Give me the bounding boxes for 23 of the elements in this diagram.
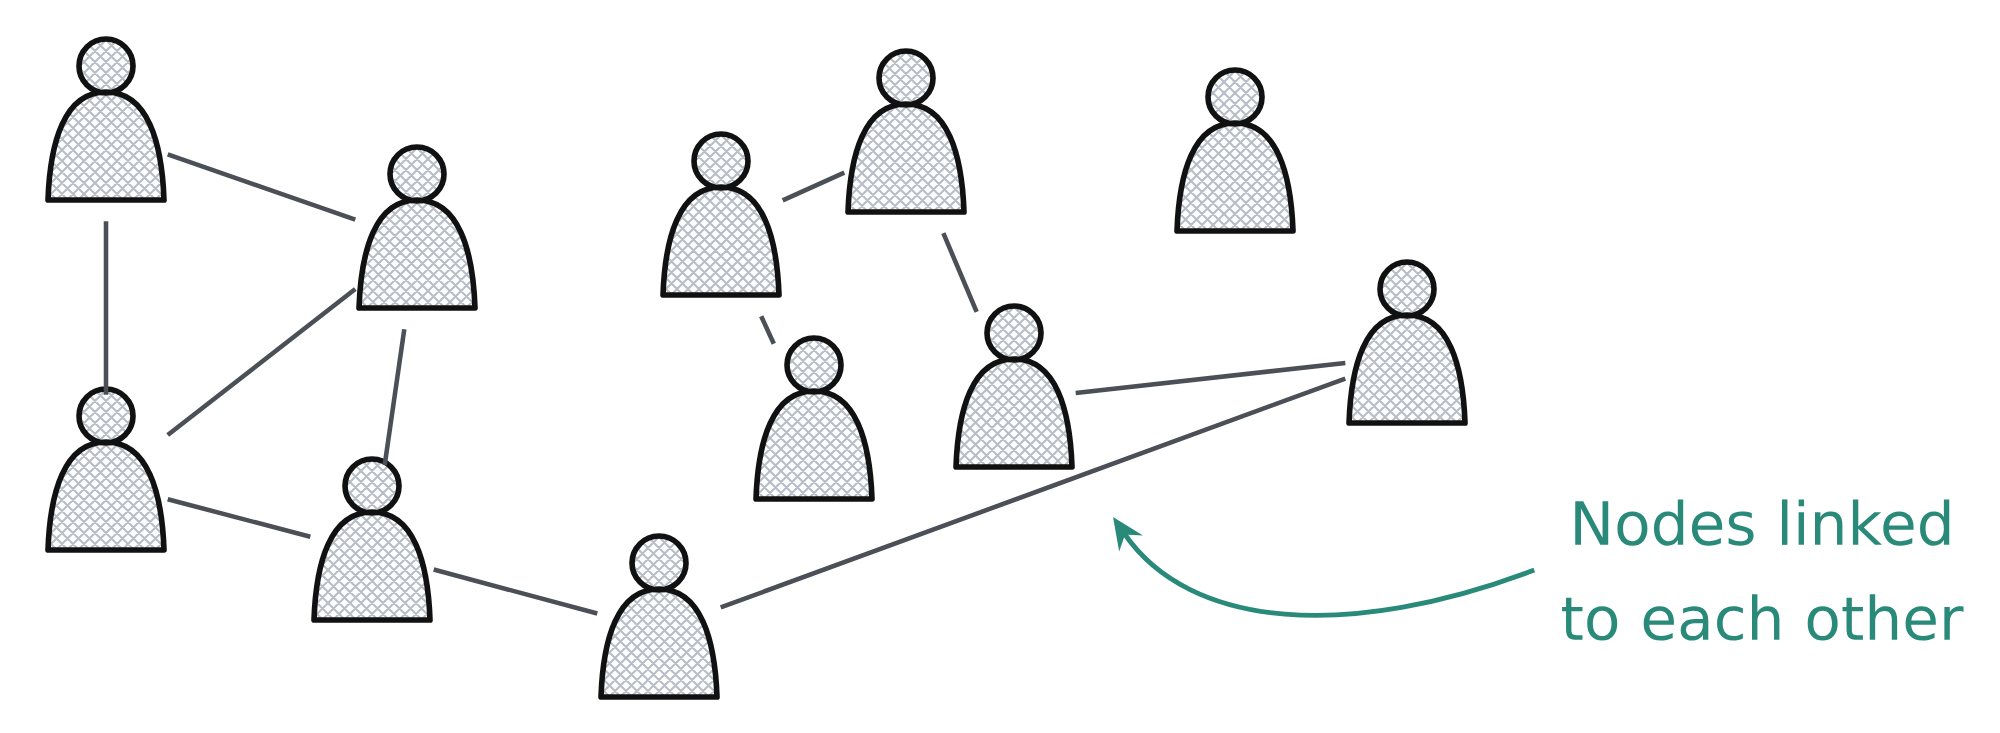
connector-line xyxy=(103,221,109,395)
person-icon xyxy=(45,36,167,203)
person-icon xyxy=(356,144,478,311)
connector-line xyxy=(941,232,979,313)
connector-line xyxy=(759,315,776,345)
connector-line xyxy=(719,376,1347,610)
person-icon xyxy=(45,386,167,553)
connector-line xyxy=(167,497,311,539)
connector-line xyxy=(433,567,598,616)
annotation-text: Nodes linked to each other xyxy=(1562,499,1964,641)
person-icon xyxy=(1346,259,1468,426)
connector-line xyxy=(166,152,357,222)
connector-line xyxy=(1075,360,1346,396)
person-icon xyxy=(845,48,967,215)
connector-line xyxy=(781,170,846,203)
person-icon xyxy=(753,335,875,502)
person-icon xyxy=(598,533,720,700)
person-icon xyxy=(311,456,433,623)
person-icon xyxy=(1174,67,1296,234)
connector-line xyxy=(382,328,407,466)
connector-line xyxy=(166,287,357,437)
person-icon xyxy=(660,131,782,298)
person-icon xyxy=(953,303,1075,470)
